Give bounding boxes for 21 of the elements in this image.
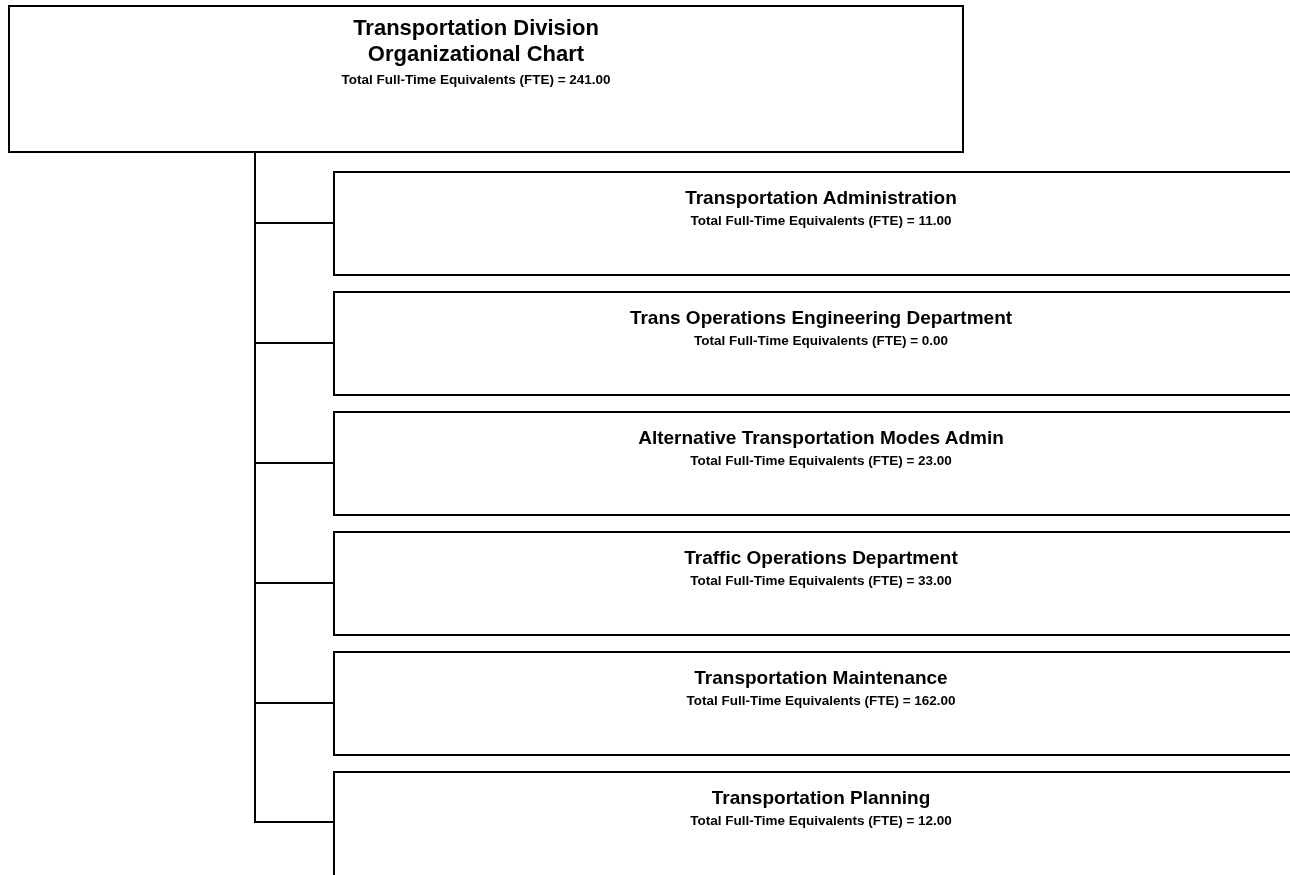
department-box	[333, 531, 1290, 636]
chart-title: Transportation Division Organizational Chart	[352, 15, 600, 67]
fte-total: Total Full-Time Equivalents (FTE) = 12.00	[690, 813, 952, 828]
department-name: Transportation Administration	[685, 187, 957, 209]
department-name: Transportation Planning	[711, 787, 931, 809]
fte-total: Total Full-Time Equivalents (FTE) = 23.00	[690, 453, 952, 468]
department-name: Transportation Maintenance	[694, 667, 948, 689]
department-box	[333, 771, 1290, 875]
fte-total: Total Full-Time Equivalents (FTE) = 33.00	[690, 573, 952, 588]
fte-total: Total Full-Time Equivalents (FTE) = 0.00	[693, 333, 949, 348]
department-box	[333, 291, 1290, 396]
department-box	[333, 651, 1290, 756]
fte-total: Total Full-Time Equivalents (FTE) = 162.00	[686, 693, 956, 708]
department-name: Alternative Transportation Modes Admin	[638, 427, 1004, 449]
department-name: Trans Operations Engineering Department	[629, 307, 1013, 329]
department-box	[333, 171, 1290, 276]
division-box	[8, 5, 964, 153]
fte-total: Total Full-Time Equivalents (FTE) = 241.00	[341, 72, 611, 87]
department-name: Traffic Operations Department	[684, 547, 958, 569]
department-box	[333, 411, 1290, 516]
fte-total: Total Full-Time Equivalents (FTE) = 11.00	[690, 213, 952, 228]
